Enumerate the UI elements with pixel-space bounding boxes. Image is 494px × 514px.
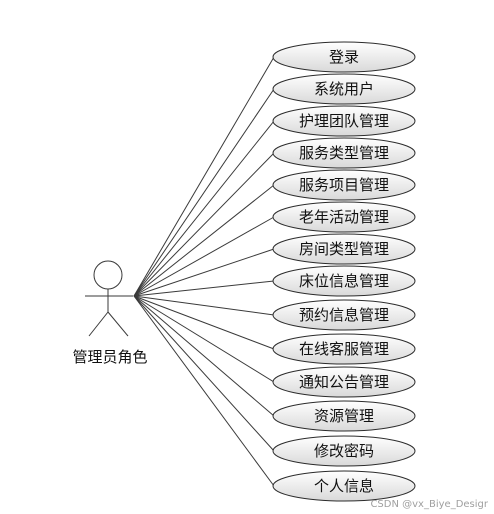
use-case-ellipse xyxy=(272,41,416,73)
use-case: 服务项目管理 xyxy=(272,169,416,201)
actor-left-leg xyxy=(88,311,109,337)
use-case-label: 登录 xyxy=(329,48,359,66)
use-case: 个人信息 xyxy=(272,470,416,502)
use-case: 床位信息管理 xyxy=(272,265,416,297)
use-case-ellipse xyxy=(272,299,416,331)
use-case-label: 修改密码 xyxy=(314,442,374,460)
watermark: CSDN @vx_Biye_Desigr xyxy=(370,499,488,510)
use-case: 系统用户 xyxy=(272,73,416,105)
use-case-label: 老年活动管理 xyxy=(299,208,389,226)
association-line xyxy=(133,295,275,350)
use-cases: 登录系统用户护理团队管理服务类型管理服务项目管理老年活动管理房间类型管理床位信息… xyxy=(272,41,416,502)
association-line xyxy=(133,152,275,297)
use-case-ellipse xyxy=(272,73,416,105)
association-line xyxy=(133,248,275,297)
use-case-ellipse xyxy=(272,400,416,432)
use-case: 在线客服管理 xyxy=(272,333,416,365)
use-case: 房间类型管理 xyxy=(272,233,416,265)
association-line xyxy=(133,184,275,297)
use-case-label: 房间类型管理 xyxy=(299,240,389,258)
association-line xyxy=(133,295,275,487)
use-case-ellipse xyxy=(272,201,416,233)
use-case-label: 服务项目管理 xyxy=(299,176,389,194)
use-case: 护理团队管理 xyxy=(272,105,416,137)
use-case: 登录 xyxy=(272,41,416,73)
use-case-label: 服务类型管理 xyxy=(299,144,389,162)
actor-admin: 管理员角色 xyxy=(72,260,148,366)
use-case-ellipse xyxy=(272,265,416,297)
use-case: 预约信息管理 xyxy=(272,299,416,331)
association-line xyxy=(133,280,275,297)
use-case-label: 系统用户 xyxy=(314,80,374,98)
use-case-label: 在线客服管理 xyxy=(299,340,389,358)
association-line xyxy=(133,295,275,316)
association-line xyxy=(133,295,275,452)
use-case-label: 资源管理 xyxy=(314,407,374,425)
actor-right-leg xyxy=(107,311,129,337)
use-case: 服务类型管理 xyxy=(272,137,416,169)
use-case-ellipse xyxy=(272,366,416,398)
use-case-ellipse xyxy=(272,137,416,169)
association-line xyxy=(133,216,275,297)
use-case-ellipse xyxy=(272,333,416,365)
use-case-ellipse xyxy=(272,435,416,467)
use-case-label: 个人信息 xyxy=(314,477,374,495)
association-lines xyxy=(133,56,275,487)
association-line xyxy=(133,88,275,297)
actor-head xyxy=(93,260,123,290)
association-line xyxy=(133,120,275,297)
association-line xyxy=(133,56,275,297)
use-case-label: 床位信息管理 xyxy=(299,272,389,290)
actor-label: 管理员角色 xyxy=(72,348,147,366)
association-line xyxy=(133,295,275,383)
use-case: 老年活动管理 xyxy=(272,201,416,233)
use-case-label: 通知公告管理 xyxy=(299,373,389,391)
use-case-label: 护理团队管理 xyxy=(299,112,389,130)
use-case-ellipse xyxy=(272,169,416,201)
use-case: 修改密码 xyxy=(272,435,416,467)
use-case-ellipse xyxy=(272,233,416,265)
use-case-ellipse xyxy=(272,470,416,502)
association-line xyxy=(133,295,275,417)
use-case-ellipse xyxy=(272,105,416,137)
use-case: 通知公告管理 xyxy=(272,366,416,398)
use-case: 资源管理 xyxy=(272,400,416,432)
use-case-label: 预约信息管理 xyxy=(299,306,389,324)
